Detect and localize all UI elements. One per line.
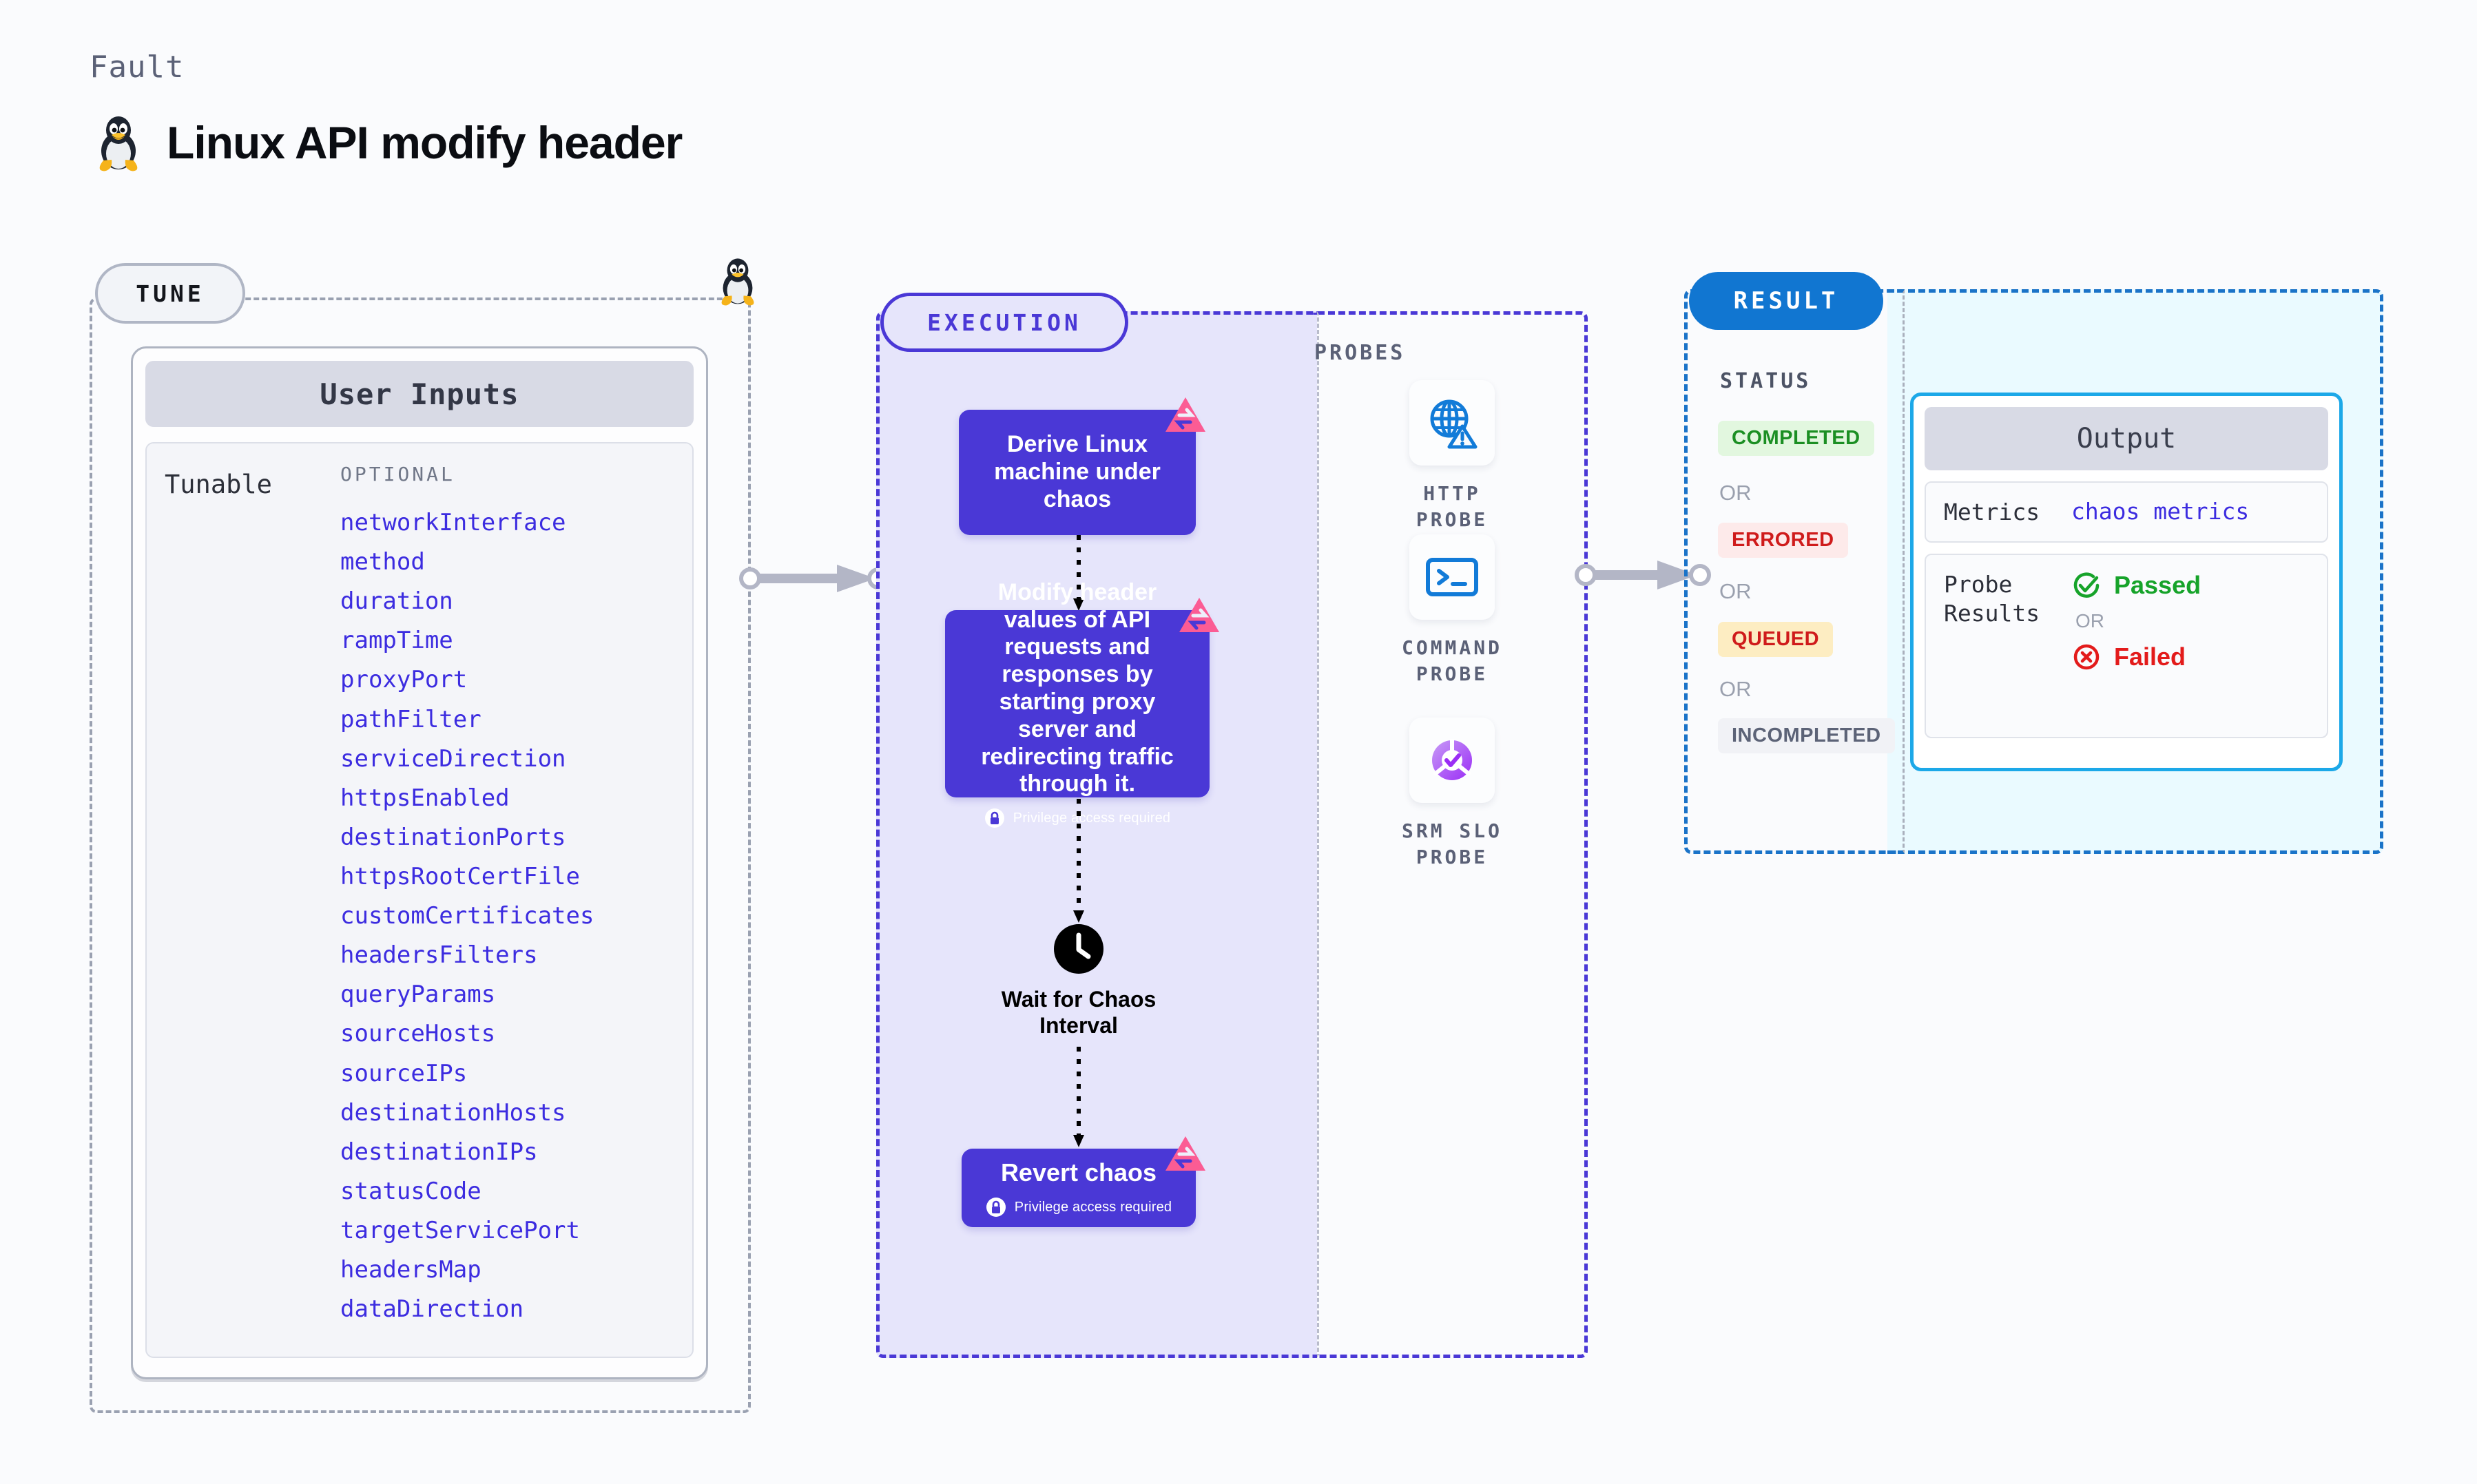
- tunable-param[interactable]: serviceDirection: [340, 744, 566, 773]
- tunable-param[interactable]: customCertificates: [340, 902, 594, 930]
- execution-node-revert-chaos[interactable]: Revert chaos Privilege access required: [962, 1136, 1205, 1227]
- probe-http[interactable]: HTTP PROBE: [1390, 380, 1514, 533]
- probe-label: HTTP PROBE: [1416, 482, 1489, 531]
- status-badge-incompleted: INCOMPLETED: [1718, 718, 1895, 753]
- flow-arrow-modify-to-wait: [1072, 799, 1086, 924]
- user-inputs-body: Tunable OPTIONAL networkInterface method…: [145, 442, 694, 1358]
- tunable-param[interactable]: targetServicePort: [340, 1216, 580, 1244]
- execution-node-derive[interactable]: Derive Linux machine under chaos: [959, 397, 1205, 535]
- tunable-param[interactable]: destinationHosts: [340, 1098, 566, 1127]
- status-or-label: OR: [1719, 677, 1752, 701]
- status-badge-queued: QUEUED: [1718, 622, 1834, 657]
- probe-label: SRM SLO PROBE: [1401, 819, 1502, 868]
- tunable-param[interactable]: queryParams: [340, 981, 496, 1009]
- check-circle-icon: [2071, 570, 2102, 600]
- execution-badge[interactable]: EXECUTION: [880, 293, 1128, 352]
- probe-command[interactable]: COMMAND PROBE: [1390, 534, 1514, 687]
- tunable-param[interactable]: networkInterface: [340, 509, 566, 536]
- tunable-param[interactable]: destinationPorts: [340, 823, 566, 851]
- page-title-row: Linux API modify header: [94, 114, 683, 171]
- tunable-param[interactable]: httpsEnabled: [340, 784, 510, 812]
- probe-result-passed-label: Passed: [2114, 571, 2201, 600]
- probe-result-or-label: OR: [2075, 610, 2104, 632]
- optional-params-column: OPTIONAL networkInterface method duratio…: [340, 463, 685, 1343]
- execution-node-label: Wait for Chaos Interval: [1001, 987, 1157, 1038]
- tunable-param[interactable]: headersMap: [340, 1256, 481, 1284]
- privilege-note: Privilege access required: [986, 1197, 1172, 1217]
- tunable-group-label: Tunable: [165, 470, 272, 499]
- status-or-label: OR: [1719, 579, 1752, 603]
- tunable-param[interactable]: httpsRootCertFile: [340, 862, 580, 890]
- probe-result-failed-label: Failed: [2114, 642, 2186, 671]
- probe-result-passed: Passed: [2071, 570, 2201, 600]
- privilege-note-label: Privilege access required: [1014, 1199, 1172, 1215]
- result-badge[interactable]: RESULT: [1689, 272, 1883, 330]
- execution-node-wait-for-chaos-interval[interactable]: Wait for Chaos Interval: [968, 923, 1189, 1039]
- output-card: Output Metrics chaos metrics Probe Resul…: [1910, 393, 2343, 771]
- metrics-key: Metrics: [1944, 499, 2040, 525]
- page-title: Linux API modify header: [167, 117, 683, 168]
- terminal-icon: [1409, 534, 1495, 620]
- lock-icon: [986, 1197, 1006, 1217]
- execution-node-label: Revert chaos: [1000, 1158, 1157, 1187]
- metrics-value[interactable]: chaos metrics: [2071, 498, 2250, 525]
- x-circle-icon: [2071, 642, 2102, 672]
- status-badge-completed: COMPLETED: [1718, 421, 1874, 456]
- tunable-param[interactable]: destinationIPs: [340, 1138, 538, 1166]
- status-section-label: STATUS: [1720, 369, 1812, 393]
- tunable-param[interactable]: rampTime: [340, 627, 453, 655]
- execution-node-modify-header[interactable]: Modify header values of API requests and…: [945, 579, 1219, 828]
- linux-penguin-icon: [94, 114, 143, 171]
- output-row-probe-results: Probe Results Passed OR: [1925, 554, 2328, 739]
- tunable-param[interactable]: headersFilters: [340, 941, 538, 970]
- output-row-metrics: Metrics chaos metrics: [1925, 481, 2328, 543]
- tunable-param[interactable]: duration: [340, 587, 453, 616]
- probe-result-failed: Failed: [2071, 642, 2201, 672]
- probe-label: COMMAND PROBE: [1401, 636, 1502, 685]
- privilege-note: Privilege access required: [984, 808, 1170, 828]
- user-inputs-card: User Inputs Tunable OPTIONAL networkInte…: [131, 346, 708, 1379]
- tunable-param[interactable]: method: [340, 548, 425, 576]
- connector-execution-to-result: [1575, 558, 1714, 592]
- execution-node-label: Derive Linux machine under chaos: [994, 431, 1161, 512]
- lock-icon: [984, 808, 1005, 828]
- tune-lane: [90, 297, 751, 1413]
- flow-arrow-derive-to-modify: [1072, 535, 1086, 612]
- clock-icon: [1053, 923, 1105, 975]
- globe-warning-icon: [1409, 380, 1495, 466]
- user-inputs-title: User Inputs: [145, 361, 694, 427]
- status-or-label: OR: [1719, 481, 1752, 505]
- litmus-chaos-icon: [1163, 1133, 1208, 1175]
- srm-slo-check-icon: [1409, 718, 1495, 803]
- probe-results-key: Probe Results: [1944, 571, 2040, 627]
- tunable-param[interactable]: sourceIPs: [340, 1059, 468, 1087]
- tunable-param[interactable]: proxyPort: [340, 666, 468, 694]
- probe-srm-slo[interactable]: SRM SLO PROBE: [1390, 718, 1514, 870]
- tunable-param[interactable]: sourceHosts: [340, 1020, 496, 1048]
- optional-header: OPTIONAL: [340, 463, 455, 485]
- probe-results-values: Passed OR Failed: [2071, 570, 2201, 722]
- page-kicker: Fault: [90, 50, 185, 85]
- privilege-note-label: Privilege access required: [1013, 810, 1171, 826]
- connector-tune-to-execution: [739, 561, 892, 596]
- output-card-title: Output: [1925, 407, 2328, 470]
- status-badge-errored: ERRORED: [1718, 523, 1848, 558]
- execution-node-label: Modify header values of API requests and…: [981, 578, 1174, 797]
- probes-title: PROBES: [1314, 341, 1406, 365]
- flow-arrow-wait-to-revert: [1072, 1047, 1086, 1149]
- probes-lane: [1317, 311, 1588, 1358]
- tunable-param[interactable]: statusCode: [340, 1177, 481, 1205]
- litmus-chaos-icon: [1177, 595, 1222, 636]
- litmus-chaos-icon: [1163, 395, 1208, 436]
- tunable-param[interactable]: dataDirection: [340, 1295, 524, 1324]
- tunable-param[interactable]: pathFilter: [340, 705, 481, 733]
- linux-penguin-marker-icon: [716, 256, 759, 306]
- tune-badge[interactable]: TUNE: [95, 263, 245, 324]
